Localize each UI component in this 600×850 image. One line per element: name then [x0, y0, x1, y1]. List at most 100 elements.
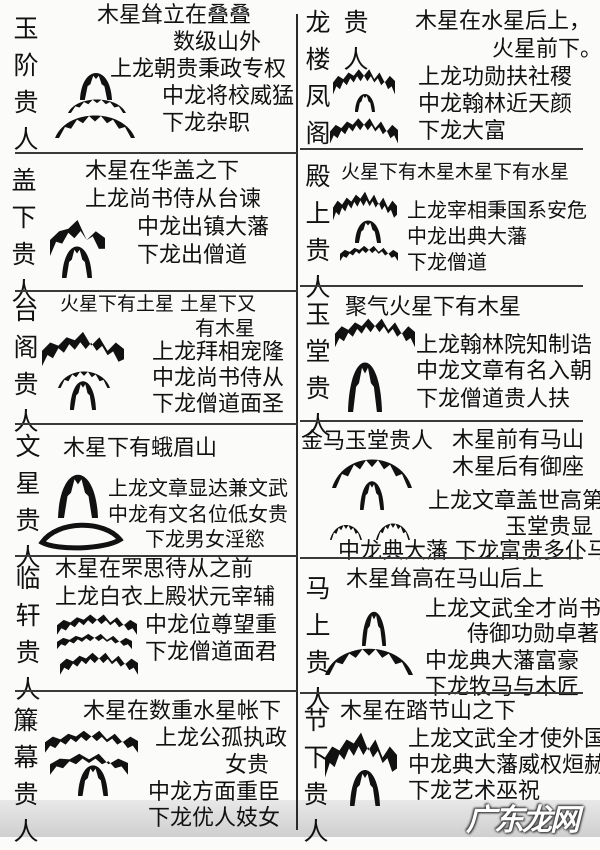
divider-line: [15, 152, 297, 154]
mountain-drawing: [55, 115, 135, 138]
mountain-shape: [340, 245, 398, 262]
text-line: 中龙尚书侍从: [152, 366, 285, 391]
mountain-shape: [70, 381, 96, 410]
mountain-drawing: [355, 94, 375, 112]
text-line: 木星下有蛾眉山: [63, 436, 218, 461]
cell-title: 临轩贵人: [15, 564, 41, 704]
mountain-drawing: [340, 245, 398, 262]
mountain-drawing: [330, 118, 398, 145]
mountain-shape: [50, 753, 128, 776]
mountain-shape: [362, 611, 386, 646]
divider-line: [300, 148, 583, 150]
text-line: 木星后有御座: [452, 455, 585, 480]
mountain-shape: [78, 765, 108, 796]
mountain-shape: [355, 220, 381, 243]
divider-line: [296, 14, 298, 830]
mountain-drawing: [332, 459, 412, 488]
text-line: 下龙僧道面圣: [152, 392, 285, 417]
divider-line: [300, 285, 583, 287]
text-line: 中龙典大藩富豪: [425, 649, 580, 674]
cell-title: 金马玉堂贵人: [301, 429, 434, 454]
mountain-drawing: [80, 73, 112, 100]
mountain-drawing: [330, 525, 362, 540]
divider-line: [300, 692, 583, 694]
mountain-shape: [330, 525, 362, 540]
mountain-drawing: [325, 648, 413, 675]
watermark: 广东龙网: [466, 803, 580, 838]
divider-line: [15, 290, 297, 292]
mountain-shape: [335, 318, 415, 349]
text-line: 木星在数重水星帐下: [83, 699, 282, 724]
mountain-drawing: [360, 481, 384, 510]
mountain-shape: [42, 331, 124, 368]
text-line: 下龙大富: [418, 119, 507, 144]
mountain-shape: [57, 614, 137, 636]
mountain-drawing: [348, 362, 382, 412]
mountain-drawing: [350, 770, 380, 806]
divider-line: [300, 420, 583, 422]
text-line: 木星耸高在马山后上: [346, 567, 545, 592]
text-line: 中龙将校威猛: [162, 84, 295, 109]
text-line: 上龙拜相宠隆: [152, 340, 285, 365]
mountain-shape: [332, 459, 412, 488]
mountain-shape: [60, 652, 138, 676]
mountain-drawing: [38, 522, 124, 551]
text-line: 中龙典大藩威权烜赫: [408, 753, 600, 778]
text-line: 上龙宰相秉国系安危: [407, 198, 587, 222]
text-line: 下龙僧道面君: [145, 640, 278, 665]
text-line: 木星在华盖之下: [85, 159, 240, 184]
mountain-drawing: [42, 331, 124, 368]
mountain-shape: [57, 633, 132, 650]
text-line: 女贵: [225, 753, 270, 778]
text-line: 中龙翰林近天颜: [418, 92, 573, 117]
mountain-shape: [55, 115, 135, 138]
text-line: 上龙尚书侍从台谏: [85, 187, 262, 212]
mountain-drawing: [58, 371, 110, 388]
text-line: 下龙艺术巫祝: [408, 779, 541, 804]
mountain-shape: [325, 648, 413, 675]
text-line: 上龙文武全才尚书: [425, 597, 600, 622]
mountain-drawing: [333, 69, 395, 96]
text-line: 下龙男女淫慾: [145, 527, 265, 551]
mountain-drawing: [333, 191, 397, 222]
mountain-shape: [333, 191, 397, 222]
mountain-drawing: [362, 611, 386, 646]
mountain-drawing: [376, 523, 410, 540]
mountain-shape: [325, 732, 397, 780]
mountain-drawing: [57, 633, 132, 650]
mountain-drawing: [355, 220, 381, 243]
mountain-shape: [68, 99, 126, 113]
mountain-shape: [330, 118, 398, 145]
cell-title: 龙楼凤阁: [305, 8, 331, 148]
mountain-shape: [45, 730, 138, 754]
mountain-shape: [333, 69, 395, 96]
mountain-shape: [348, 362, 382, 412]
text-line: 木星在水星后上，: [415, 9, 592, 34]
cell-title: 台阁贵人: [13, 296, 39, 436]
mountain-shape: [58, 371, 110, 388]
mountain-shape: [376, 523, 410, 540]
text-line: 下龙牧马与木匠: [425, 675, 580, 700]
text-line: 中龙方面重臣: [148, 780, 281, 805]
text-line: 中龙出典大藩: [407, 224, 527, 248]
text-line: 下龙杂职: [162, 111, 251, 136]
text-line: 有木星: [195, 316, 255, 340]
text-line: 上龙文章显达兼文武: [108, 476, 288, 500]
text-line: 上龙公孤执政: [155, 726, 288, 751]
text-line: 上龙文武全才使外国: [408, 727, 600, 752]
scan-shadow: [0, 800, 600, 837]
text-line: 中龙文章有名入朝: [416, 359, 593, 384]
mountain-drawing: [78, 765, 108, 796]
cell-title: 文星贵人: [15, 432, 41, 572]
mountain-shape: [350, 770, 380, 806]
text-line: 火星下有土星 土星下又: [60, 293, 257, 315]
divider-line: [15, 690, 297, 692]
mountain-drawing: [50, 753, 128, 776]
mountain-drawing: [58, 474, 98, 518]
cell-title-secondary: 贵人: [343, 8, 369, 74]
mountain-drawing: [62, 246, 92, 278]
mountain-drawing: [325, 732, 397, 780]
text-line: 中龙典大藩 下龙富贵多仆马: [338, 539, 600, 564]
text-line: 木星在罘思待从之前: [55, 557, 254, 582]
mountain-drawing: [60, 652, 138, 676]
